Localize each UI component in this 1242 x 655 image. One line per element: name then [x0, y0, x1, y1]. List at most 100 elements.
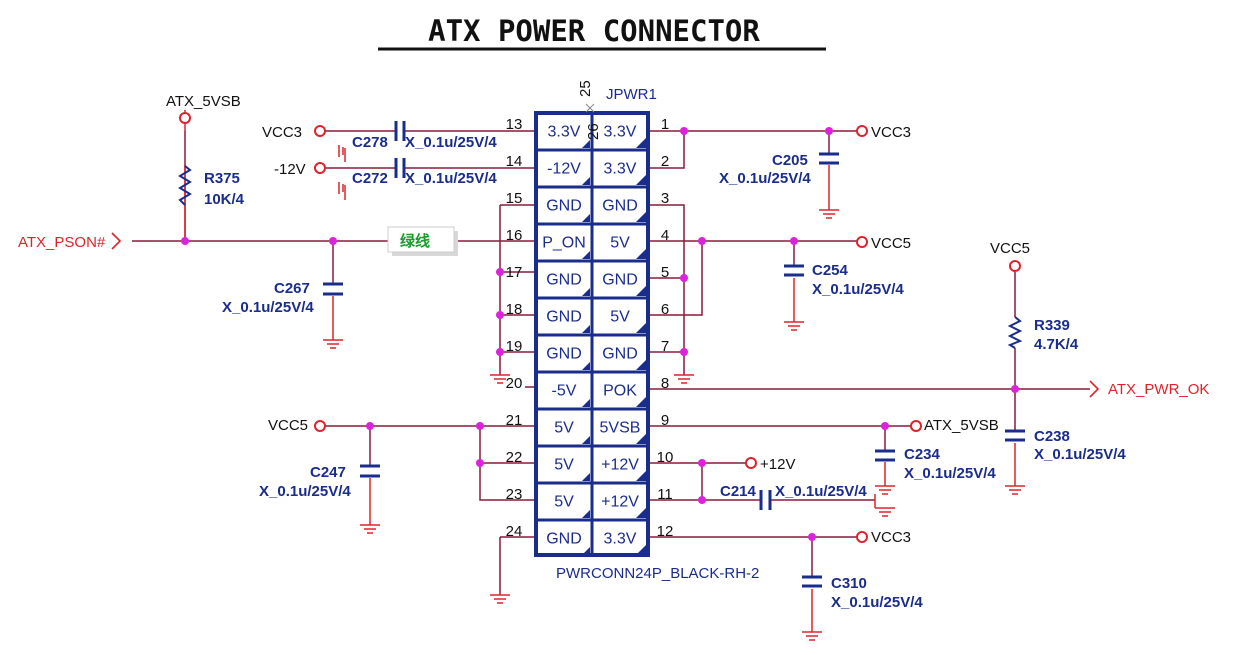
r375-ref: R375	[204, 170, 240, 187]
pin-25-label: 25	[577, 80, 594, 97]
c247-ref: C247	[310, 464, 346, 481]
connector-right-cell-6: 5V	[610, 309, 630, 326]
c278-ref: C278	[352, 134, 388, 151]
net-vcc3-pin12: VCC3	[871, 529, 911, 546]
pin-marker-right-12	[636, 545, 646, 555]
connector-right-cell-7: GND	[602, 346, 638, 363]
connector-left-cell-17: GND	[546, 272, 582, 289]
c254-value: X_0.1u/25V/4	[812, 281, 904, 298]
c272-symbol	[394, 158, 406, 178]
net-p12v: +12V	[760, 456, 795, 473]
c214-value: X_0.1u/25V/4	[775, 483, 867, 500]
connector-left-cell-16: P_ON	[542, 235, 586, 252]
pin-marker-right-5	[636, 286, 646, 296]
gnd-c254	[784, 321, 804, 331]
c234-symbol	[875, 449, 895, 462]
connector-part-number: PWRCONN24P_BLACK-RH-2	[556, 565, 759, 582]
ground-symbols	[323, 145, 1025, 641]
c238-value: X_0.1u/25V/4	[1034, 446, 1126, 463]
power-leads	[184, 110, 1016, 632]
resistor-symbols	[178, 165, 1023, 349]
gnd-pin24	[490, 594, 510, 604]
pin-number-12: 12	[657, 523, 674, 540]
pin-marker-right-1	[636, 138, 646, 148]
c310-ref: C310	[831, 575, 867, 592]
connector-left-cell-14: -12V	[547, 161, 581, 178]
pin-number-3: 3	[661, 190, 669, 207]
pin-marker-left-21	[582, 436, 590, 444]
pin-marker-right-7	[636, 360, 646, 370]
c234-ref: C234	[904, 446, 941, 463]
net-atx-pson: ATX_PSON#	[18, 234, 106, 251]
connector-right-cell-3: GND	[602, 198, 638, 215]
c278-symbol	[394, 121, 406, 141]
connector-left-cell-22: 5V	[554, 457, 574, 474]
gnd-c247	[360, 524, 380, 534]
gnd-c310	[802, 631, 822, 641]
pin-number-1: 1	[661, 116, 669, 133]
pin-number-6: 6	[661, 301, 669, 318]
pin-marker-right-2	[636, 175, 646, 185]
net-vcc5-pin4: VCC5	[871, 235, 911, 252]
atx-pson-arrow	[111, 232, 122, 250]
c254-ref: C254	[812, 262, 849, 279]
gnd-left-connector	[490, 374, 510, 384]
wires	[132, 130, 1090, 595]
pin-number-9: 9	[661, 412, 669, 429]
pin-number-17: 17	[506, 264, 523, 281]
connector-right-cell-11: +12V	[601, 494, 639, 511]
gnd-c278	[338, 145, 344, 157]
note-box	[387, 226, 455, 253]
pin-marker-left-17	[582, 288, 590, 296]
connector-left-cell-18: GND	[546, 309, 582, 326]
c267-symbol	[323, 282, 343, 296]
connector-right-cell-4: 5V	[610, 235, 630, 252]
net-labels: ATX_5VSB VCC3 -12V VCC5 VCC3 VCC5 VCC5 A…	[166, 93, 1030, 546]
gnd-c238	[1005, 485, 1025, 495]
pin-marker-left-16	[582, 251, 590, 259]
net-atx-5vsb-top: ATX_5VSB	[166, 93, 241, 110]
pin-number-7: 7	[661, 338, 669, 355]
net-vcc3-left: VCC3	[262, 124, 302, 141]
net-atx-pwr-ok: ATX_PWR_OK	[1108, 381, 1209, 398]
pin-marker-right-11	[636, 508, 646, 518]
pin-number-18: 18	[506, 301, 523, 318]
c247-value: X_0.1u/25V/4	[259, 483, 351, 500]
connector-right-cell-9: 5VSB	[600, 420, 641, 437]
c254-symbol	[784, 264, 804, 277]
connector-left-cell-24: GND	[546, 531, 582, 548]
c310-value: X_0.1u/25V/4	[831, 594, 923, 611]
pin-number-8: 8	[661, 375, 669, 392]
pin-number-21: 21	[506, 412, 523, 429]
connector-right-cell-8: POK	[603, 383, 637, 400]
pin-marker-left-24	[582, 547, 590, 555]
pin-number-16: 16	[506, 227, 523, 244]
pin-number-20: 20	[506, 375, 523, 392]
c272-ref: C272	[352, 170, 388, 187]
offsheet-labels: ATX_PSON# ATX_PWR_OK	[18, 234, 1209, 398]
pin-number-22: 22	[506, 449, 523, 466]
pin-marker-right-3	[636, 212, 646, 222]
c238-ref: C238	[1034, 428, 1070, 445]
connector-ref: JPWR1	[606, 86, 657, 103]
connector-right-cell-5: GND	[602, 272, 638, 289]
pin-marker-left-23	[582, 510, 590, 518]
pin-26-label: 26	[585, 123, 602, 140]
connector-left-cell-20: -5V	[552, 383, 577, 400]
c267-value: X_0.1u/25V/4	[222, 299, 314, 316]
c205-ref: C205	[772, 152, 808, 169]
connector-right-cell-2: 3.3V	[604, 161, 637, 178]
pin-marker-right-4	[636, 249, 646, 259]
c214-symbol	[759, 490, 772, 510]
r339-ref: R339	[1034, 317, 1070, 334]
r339-symbol	[1007, 316, 1023, 349]
gnd-c267	[323, 339, 343, 349]
pin-number-24: 24	[506, 523, 523, 540]
pin-marker-left-14	[582, 177, 590, 185]
pin-number-13: 13	[506, 116, 523, 133]
connector-right-cell-1: 3.3V	[604, 124, 637, 141]
pin-number-2: 2	[661, 153, 669, 170]
pin-marker-left-18	[582, 325, 590, 333]
c205-symbol	[819, 152, 839, 165]
